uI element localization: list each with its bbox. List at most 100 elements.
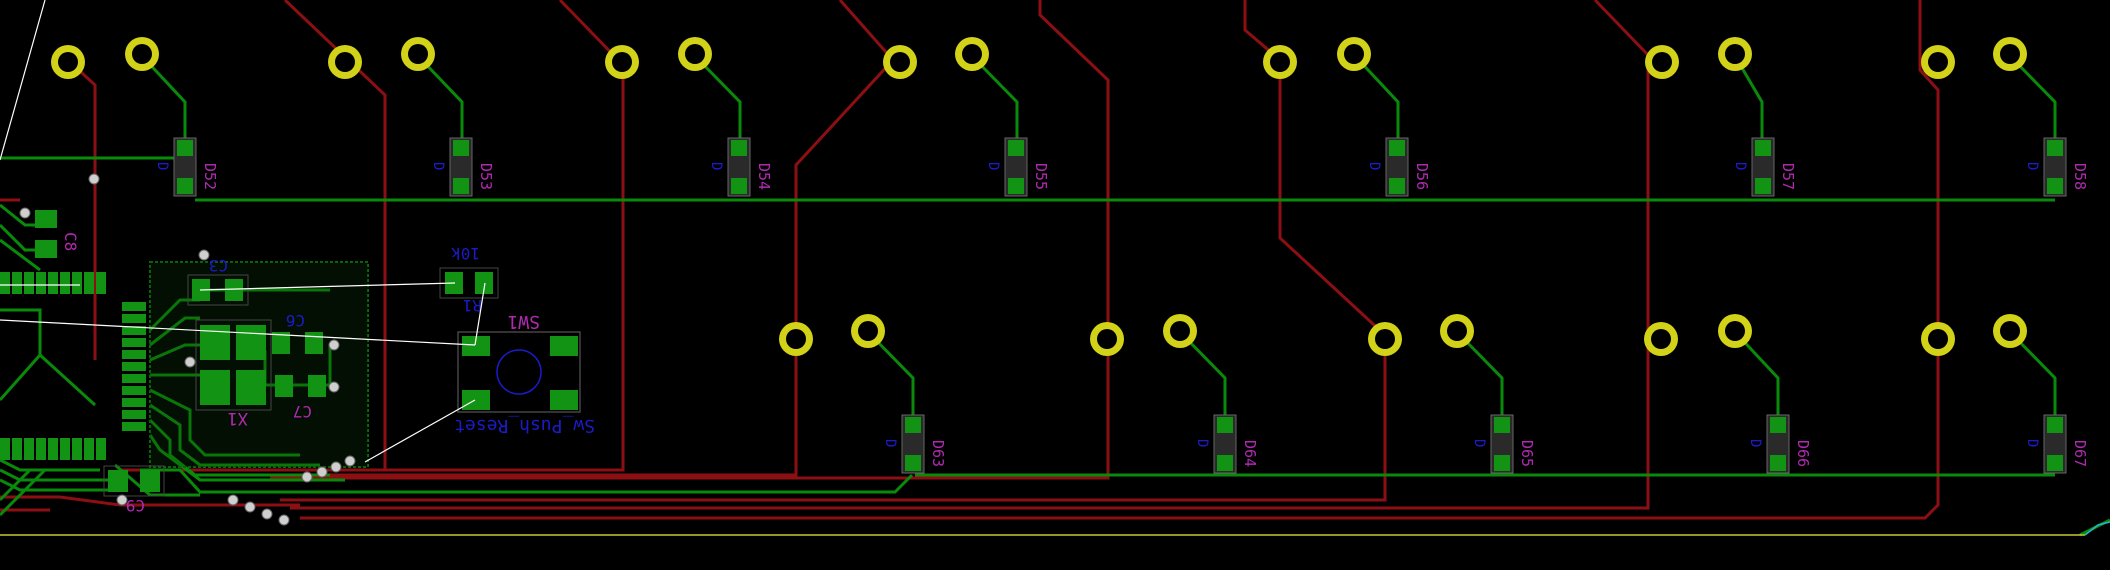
front-trace [1455, 330, 1504, 420]
front-trace [2008, 54, 2057, 145]
front-trace [140, 54, 187, 145]
switch-pad[interactable] [1921, 322, 1955, 356]
diode-label: D65 [1518, 440, 1536, 467]
diode-value: D [708, 162, 724, 170]
resistor-value: 10k [451, 244, 480, 263]
front-trace [970, 54, 1019, 145]
capacitor-label: C8 [61, 232, 80, 251]
front-trace [1178, 330, 1227, 420]
switch-pad[interactable] [1993, 37, 2027, 71]
diode-d65[interactable]: D65 D [1471, 414, 1536, 474]
diode-d58[interactable]: D58 D [2024, 137, 2089, 197]
capacitor-label: C9 [126, 496, 145, 515]
diode-label: D53 [477, 163, 495, 190]
back-trace [290, 0, 1650, 510]
switch-pad[interactable] [1718, 314, 1752, 348]
board-edge [0, 521, 2110, 536]
switch-pad[interactable] [1263, 45, 1297, 79]
switch-pad[interactable] [1090, 322, 1124, 356]
front-trace [0, 468, 32, 502]
switch-pad[interactable] [1337, 37, 1371, 71]
switch-pad[interactable] [678, 37, 712, 71]
diode-value: D [985, 162, 1001, 170]
diode-label: D66 [1794, 440, 1812, 467]
diode-value: D [1747, 439, 1763, 447]
diode-d67[interactable]: D67 D [2024, 414, 2089, 474]
front-trace [866, 330, 915, 420]
back-trace [260, 0, 896, 477]
switch-pad[interactable] [328, 45, 362, 79]
switch-pad[interactable] [1644, 322, 1678, 356]
ratsnest-line [0, 0, 46, 161]
front-trace [1733, 330, 1780, 420]
diode-value: D [1471, 439, 1487, 447]
back-trace [0, 198, 300, 507]
front-trace [149, 388, 300, 457]
resistor-r1[interactable]: 10k R1 [439, 244, 499, 315]
diode-label: D64 [1241, 440, 1259, 467]
ratsnest [0, 0, 486, 463]
switch-pad[interactable] [1368, 322, 1402, 356]
diode-value: D [2024, 439, 2040, 447]
zone-outline [149, 261, 369, 468]
switch-pad[interactable] [1440, 314, 1474, 348]
switch-pad[interactable] [851, 314, 885, 348]
switch-value: Sw_Push_Reset [454, 415, 595, 436]
switch-pad[interactable] [51, 45, 85, 79]
capacitor-c9[interactable]: C9 [103, 465, 165, 515]
switch-pad[interactable] [955, 37, 989, 71]
switch-pad[interactable] [1163, 314, 1197, 348]
diode-label: D55 [1032, 163, 1050, 190]
diode-label: D57 [1779, 163, 1797, 190]
small-vias [19, 173, 356, 526]
capacitor-label: C7 [293, 402, 312, 421]
switch-pad[interactable] [1645, 45, 1679, 79]
diode-d53[interactable]: D53 D [430, 137, 495, 197]
diode-d56[interactable]: D56 D [1366, 137, 1431, 197]
front-trace [693, 54, 742, 145]
diode-label: D54 [755, 163, 773, 190]
diode-label: D63 [929, 440, 947, 467]
diode-d63[interactable]: D63 D [882, 414, 947, 474]
front-trace [0, 478, 120, 492]
diode-value: D [430, 162, 446, 170]
mcu-footprint[interactable] [0, 272, 146, 460]
diode-label: D58 [2071, 163, 2089, 190]
front-trace [149, 343, 200, 362]
front-trace [148, 418, 330, 477]
diode-d64[interactable]: D64 D [1194, 414, 1259, 474]
diode-d54[interactable]: D54 D [708, 137, 773, 197]
diode-d66[interactable]: D66 D [1747, 414, 1812, 474]
front-trace [0, 468, 47, 517]
switch-sw1[interactable]: SW1 Sw_Push_Reset [454, 311, 595, 436]
switch-pad[interactable] [779, 322, 813, 356]
capacitor-c8[interactable]: C8 [35, 210, 80, 258]
diode-value: D [154, 162, 170, 170]
switch-pad[interactable] [1993, 314, 2027, 348]
capacitor-c7[interactable]: C7 [275, 375, 326, 421]
front-trace [1733, 55, 1764, 145]
switch-pad[interactable] [605, 45, 639, 79]
diode-d52[interactable]: D52 D [154, 137, 219, 197]
front-trace [149, 316, 200, 347]
ratsnest-line [474, 282, 486, 346]
front-trace [0, 238, 41, 272]
ratsnest-line [0, 319, 476, 346]
front-trace [1353, 54, 1400, 145]
capacitor-label: C6 [286, 311, 305, 330]
diode-value: D [1732, 162, 1748, 170]
diode-d57[interactable]: D57 D [1732, 137, 1797, 197]
switch-pad[interactable] [401, 37, 435, 71]
mcu-right-pins [122, 302, 146, 431]
switch-pad[interactable] [125, 37, 159, 71]
crystal-reference: X1 [228, 408, 248, 428]
diode-value: D [1366, 162, 1382, 170]
switch-pad[interactable] [1921, 45, 1955, 79]
switch-pad[interactable] [1718, 37, 1752, 71]
front-trace [0, 308, 42, 401]
diode-d55[interactable]: D55 D [985, 137, 1050, 197]
capacitor-c6[interactable]: C6 [272, 311, 323, 354]
ratsnest-line [199, 282, 456, 291]
switch-pad[interactable] [883, 45, 917, 79]
